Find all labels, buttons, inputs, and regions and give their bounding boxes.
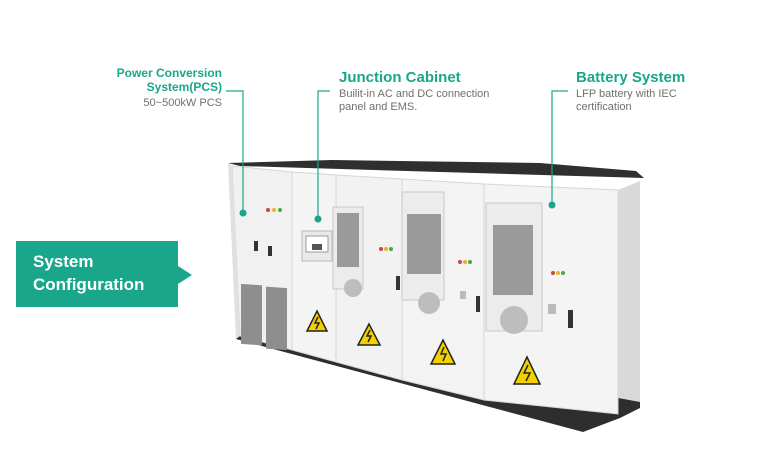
- warning-triangle-icon: [356, 322, 382, 346]
- callout-dot-icon: [314, 215, 322, 223]
- junction-cabinet-title: Junction Cabinet: [339, 69, 461, 86]
- battery-cabinet-3: [483, 183, 619, 415]
- battery-system-description: LFP battery with IEC certification: [576, 88, 716, 114]
- pcs-title-line1: Power Conversion: [116, 66, 222, 80]
- warning-triangle-icon: [512, 355, 542, 385]
- battery-cabinet-2: [401, 178, 485, 401]
- pcs-title-line2: System(PCS): [146, 80, 222, 94]
- cabinet-roof: [228, 160, 644, 178]
- battery-system-title: Battery System: [576, 69, 686, 86]
- badge-line1: System: [33, 252, 94, 271]
- system-configuration-badge: System Configuration: [16, 241, 178, 307]
- battery-description-line2: certification: [576, 101, 632, 113]
- pcs-title: Power Conversion System(PCS): [90, 66, 222, 94]
- battery-cabinet-1: [332, 174, 403, 381]
- battery-description-line1: LFP battery with IEC: [576, 88, 677, 100]
- pcs-description: 50~500kW PCS: [143, 97, 222, 109]
- warning-triangle-icon: [305, 309, 329, 332]
- indicator-lights: [266, 208, 565, 275]
- junction-description-line2: panel and EMS.: [339, 101, 418, 113]
- junction-description-line1: Builit-in AC and DC connection: [339, 88, 490, 100]
- warning-triangle-icon: [429, 338, 457, 365]
- junction-cabinet: [291, 171, 337, 363]
- pcs-cabinet: [228, 163, 293, 351]
- badge-arrow-icon: [178, 266, 192, 284]
- junction-cabinet-description: Builit-in AC and DC connection panel and…: [339, 88, 519, 114]
- callout-lines: [226, 90, 568, 218]
- badge-line2: Configuration: [33, 275, 145, 294]
- callout-dot-icon: [239, 209, 247, 217]
- callout-dot-icon: [548, 201, 556, 209]
